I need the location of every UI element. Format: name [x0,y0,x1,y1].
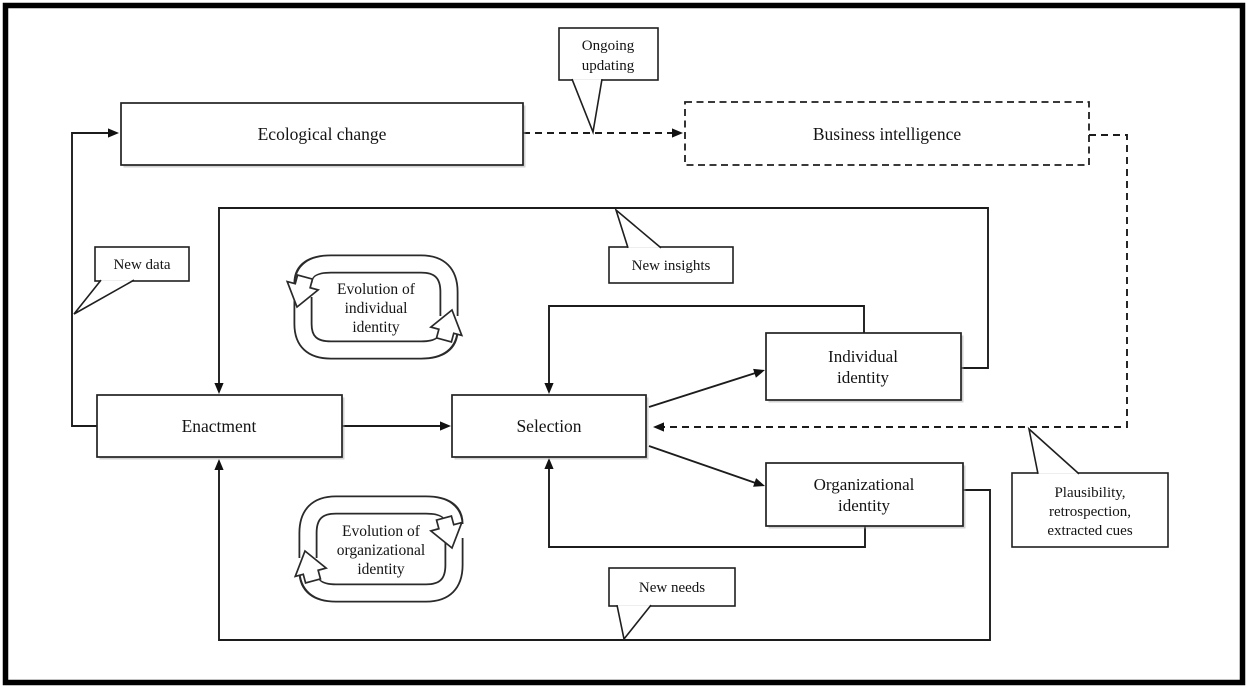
callout-new-data: New data [73,246,190,315]
cycle-arrowhead-down [285,274,320,309]
organizational-evolution-label-line2: organizational [337,542,425,559]
arrowhead-into-business-intelligence [672,128,683,138]
callout-ongoing-updating: Ongoing updating [558,27,659,135]
individual-evolution-label-line2: individual [345,300,408,317]
callout-label-line2: retrospection, [1049,504,1131,520]
callout-label: New data [113,257,170,273]
callout-label-line1: Plausibility, [1054,485,1125,501]
node-label: Business intelligence [813,124,961,144]
callout-label: New insights [632,258,711,274]
cycle-individual-evolution-icon: Evolution of individual identity [285,254,464,360]
node-enactment: Enactment [96,394,345,460]
arrow-organizational-identity-to-selection [548,466,866,548]
callout-label-line1: Ongoing [582,38,635,54]
callout-plausibility-retrospection-extracted-cues: Plausibility, retrospection, extracted c… [1011,426,1169,548]
node-ecological-change: Ecological change [120,102,526,168]
arrow-selection-to-individual-identity [648,371,758,408]
dashed-arrow-business-intelligence-to-selection [661,134,1128,428]
node-label: Enactment [182,416,257,436]
callout-label-line2: updating [582,58,635,74]
callout-label-line3: extracted cues [1047,523,1133,539]
cycle-organizational-evolution-icon: Evolution of organizational identity [293,495,464,603]
node-organizational-identity: Organizational identity [765,462,966,529]
node-individual-identity: Individual identity [765,332,964,403]
organizational-evolution-label-line3: identity [357,561,405,578]
arrowhead-into-enactment-bottom [214,459,224,470]
node-label-line2: identity [837,368,889,387]
arrowhead-into-selection-bottom [544,458,554,469]
arrow-enactment-to-ecological-change [71,132,111,427]
organizational-evolution-label-line1: Evolution of [342,523,421,540]
node-selection: Selection [451,394,649,460]
node-label: Ecological change [258,124,387,144]
arrow-individual-identity-to-selection [548,305,865,386]
arrow-selection-to-organizational-identity [648,445,758,485]
node-label: Selection [516,416,581,436]
node-business-intelligence: Business intelligence [684,101,1090,166]
callout-new-needs: New needs [608,567,736,641]
arrowhead-into-selection-top [544,383,554,394]
arrowhead-into-ecological-change [108,128,119,138]
cycle-arrowhead-up [429,308,464,343]
cycle-arrowhead-down [429,515,464,550]
arrowhead-into-selection-left [440,421,451,431]
arrowhead-into-enactment-top [214,383,224,394]
callout-new-insights: New insights [608,207,734,284]
callout-label: New needs [639,580,705,596]
node-label-line2: identity [838,496,890,515]
arrowhead-into-individual-identity [753,368,765,378]
arrowhead-into-organizational-identity [753,478,765,487]
arrowhead-into-selection-right [653,422,664,432]
arrow-organizational-identity-to-enactment [218,467,991,641]
individual-evolution-label-line1: Evolution of [337,281,416,298]
node-label-line1: Individual [828,347,898,366]
cycle-arrowhead-up [293,549,328,584]
arrow-individual-identity-to-enactment [218,207,989,386]
individual-evolution-label-line3: identity [352,319,400,336]
node-label-line1: Organizational [814,475,915,494]
